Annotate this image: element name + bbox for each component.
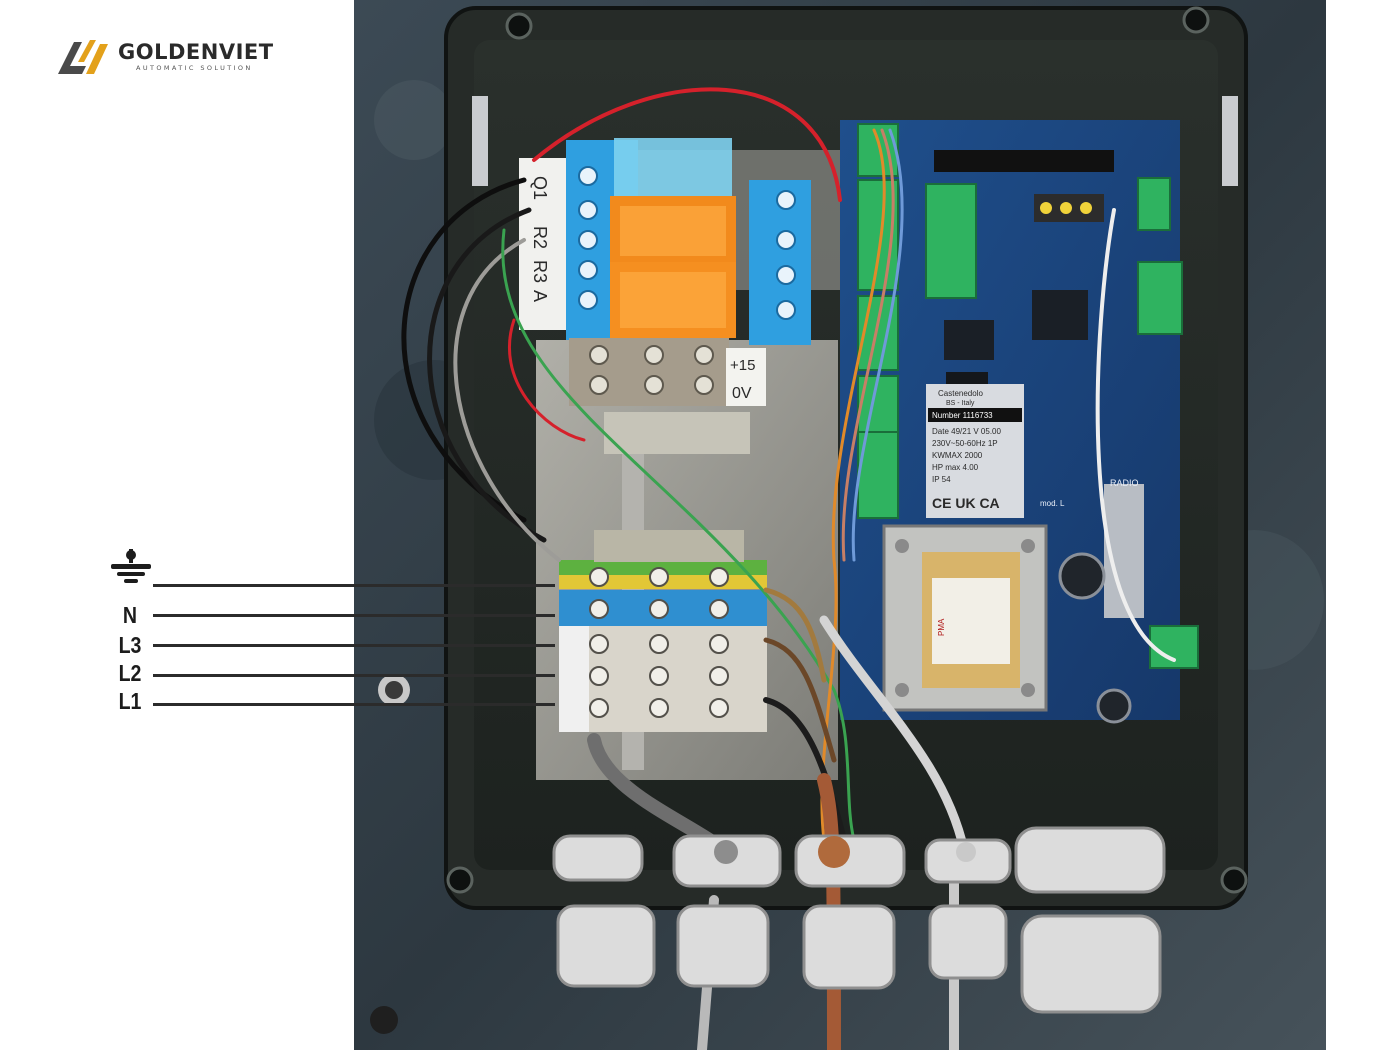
rating-line-8: IP 54: [932, 475, 951, 484]
rating-line-7: HP max 4.00: [932, 463, 979, 472]
rating-line-5: 230V~50-60Hz 1P: [932, 439, 998, 448]
logo-name: GOLDENVIET: [118, 40, 274, 64]
terminal-label-n: N: [122, 602, 138, 628]
rating-line-2: BS - Italy: [946, 400, 975, 407]
logo-tagline: AUTOMATIC SOLUTION: [136, 64, 253, 72]
leader-line-l3: [153, 644, 555, 647]
relay-tag-r3: R3: [530, 260, 550, 283]
board-model-label: mod. L: [1040, 499, 1065, 508]
terminal-label-l3: L3: [118, 632, 142, 658]
rating-line-3: Number 1116733: [932, 411, 993, 420]
psu-tag-0v: 0V: [732, 385, 752, 402]
brand-logo: GOLDENVIET AUTOMATIC SOLUTION: [56, 36, 296, 80]
leader-line-n: [153, 614, 555, 617]
terminal-label-l1: L1: [118, 688, 142, 714]
ground-icon: [111, 549, 151, 583]
psu-tag-plus15: +15: [730, 357, 755, 374]
terminal-label-l2: L2: [118, 660, 142, 686]
ce-marks: CE UK CA: [932, 495, 1000, 511]
rating-line-1: Castenedolo: [938, 389, 983, 398]
relay-tag-a: A: [530, 290, 550, 302]
leader-line-l1: [153, 703, 555, 706]
board-radio-label: RADIO: [1110, 478, 1139, 488]
rating-line-6: KWMAX 2000: [932, 451, 983, 460]
transformer-brand: PMA: [937, 618, 946, 636]
relay-tag-q1: Q1: [530, 176, 550, 200]
relay-tag-r2: R2: [530, 226, 550, 249]
leader-line-l2: [153, 674, 555, 677]
logo-mark-icon: [58, 40, 108, 74]
control-box-photo: Q1 R2 R3 A +15 0V Castenedolo BS - Italy…: [354, 0, 1326, 1050]
leader-line-ground: [153, 584, 555, 587]
rating-line-4: Date 49/21 V 05.00: [932, 427, 1001, 436]
